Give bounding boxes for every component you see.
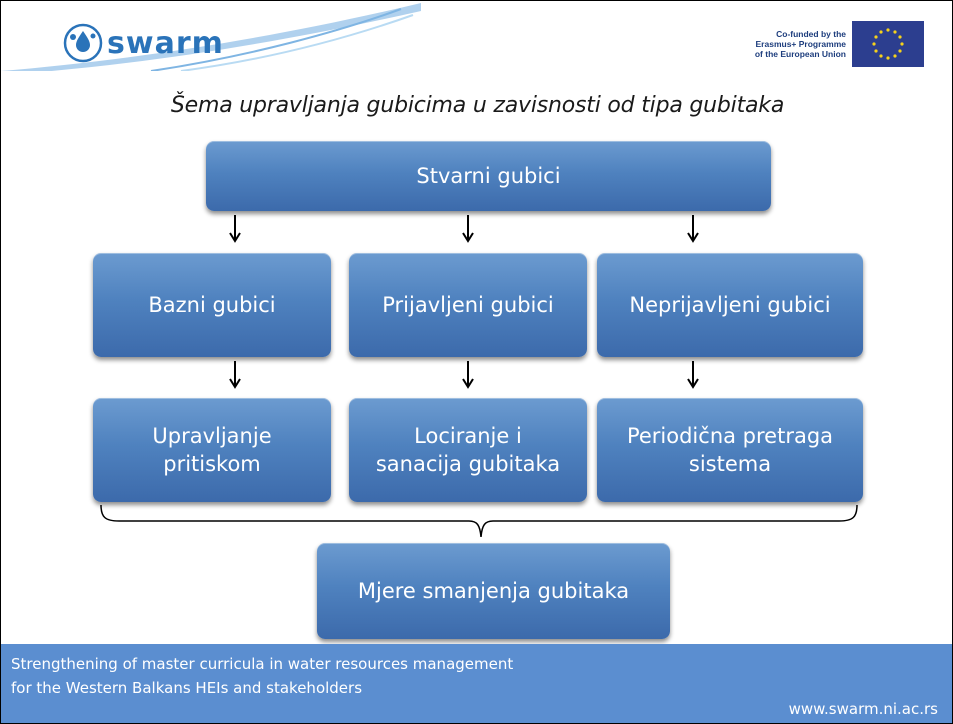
arrow-down-icon: [462, 361, 474, 389]
eu-text-line: Erasmus+ Programme: [755, 39, 846, 49]
logo-text: swarm: [107, 25, 224, 61]
arrow-down-icon: [462, 215, 474, 243]
footer-bar: Strengthening of master curricula in wat…: [1, 644, 952, 723]
grouping-bracket: [100, 504, 858, 538]
action-label-line: pritiskom: [163, 452, 261, 476]
slide-title: Šema upravljanja gubicima u zavisnosti o…: [170, 93, 785, 118]
root-box: Stvarni gubici: [206, 141, 771, 211]
action-label-line: sanacija gubitaka: [375, 452, 561, 476]
footer-project-text: Strengthening of master curricula in wat…: [11, 652, 513, 700]
eu-text-line: of the European Union: [754, 49, 846, 59]
header-swoosh: [1, 3, 421, 71]
eu-flag-icon: [852, 21, 924, 67]
footer-line: Strengthening of master curricula in wat…: [11, 655, 514, 673]
water-drop-icon: [63, 23, 103, 63]
arrow-down-icon: [687, 215, 699, 243]
swarm-logo: swarm: [63, 23, 224, 63]
action-label-line: Upravljanje: [152, 424, 272, 448]
footer-url: www.swarm.ni.ac.rs: [788, 700, 938, 718]
action-label-line: sistema: [688, 452, 772, 476]
arrow-down-icon: [229, 215, 241, 243]
eu-funding-text: Co-funded by the Erasmus+ Programme of t…: [755, 29, 846, 59]
footer-line: for the Western Balkans HEIs and stakeho…: [11, 679, 363, 697]
action-box-pritisak: Upravljanje pritiskom: [93, 398, 331, 502]
action-box-pretraga: Periodična pretraga sistema: [597, 398, 863, 502]
result-box: Mjere smanjenja gubitaka: [317, 543, 670, 639]
type-label: Neprijavljeni gubici: [629, 293, 831, 317]
type-box-prijavljeni: Prijavljeni gubici: [349, 253, 587, 357]
eu-text-line: Co-funded by the: [776, 29, 846, 39]
action-label-line: Lociranje i: [414, 424, 522, 448]
root-label: Stvarni gubici: [416, 164, 561, 188]
type-label: Bazni gubici: [148, 293, 276, 317]
type-label: Prijavljeni gubici: [382, 293, 554, 317]
arrow-down-icon: [229, 361, 241, 389]
arrow-down-icon: [687, 361, 699, 389]
action-label-line: Periodična pretraga: [626, 424, 834, 448]
result-label: Mjere smanjenja gubitaka: [357, 579, 630, 603]
eu-funding-badge: Co-funded by the Erasmus+ Programme of t…: [755, 21, 924, 67]
action-box-lociranje: Lociranje i sanacija gubitaka: [349, 398, 587, 502]
type-box-bazni: Bazni gubici: [93, 253, 331, 357]
type-box-neprijavljeni: Neprijavljeni gubici: [597, 253, 863, 357]
